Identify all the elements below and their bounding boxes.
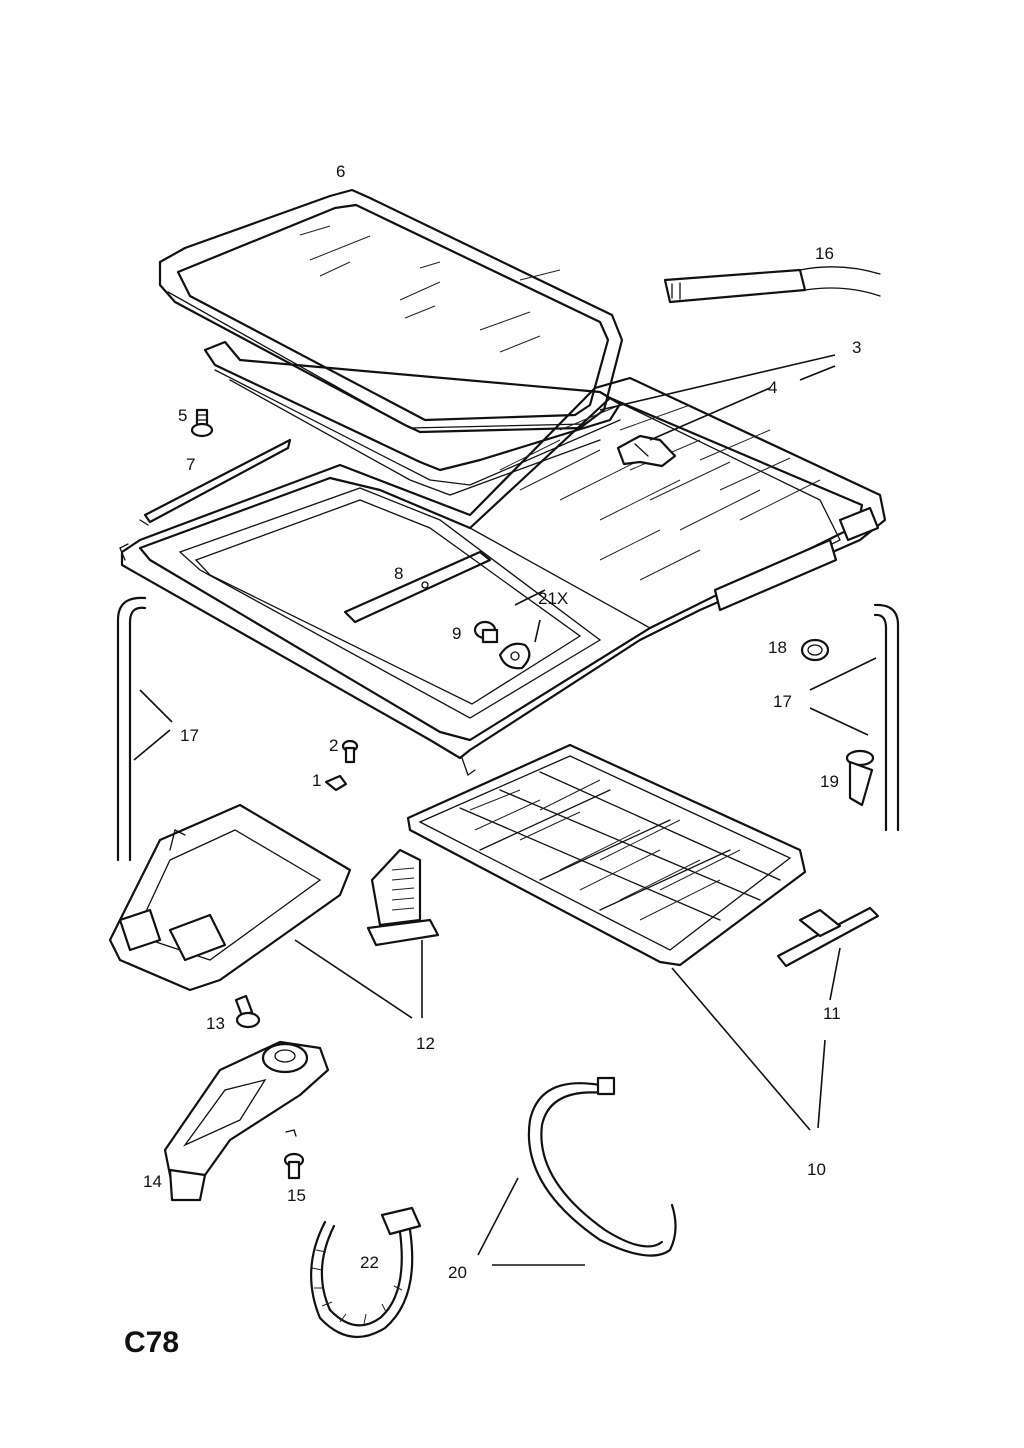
callout-8: 8	[394, 564, 403, 583]
part-10-headliner-panel	[406, 743, 807, 967]
part-17-drain-hose-left	[116, 596, 147, 862]
part-14-crank-handle	[163, 1040, 330, 1202]
callout-4: 4	[768, 378, 777, 397]
part-22-cable-tie	[310, 1206, 422, 1338]
sunroof-frame	[119, 376, 887, 777]
part-11-guide	[776, 906, 880, 968]
part-1-clip	[324, 774, 348, 792]
callout-19: 19	[820, 772, 839, 791]
page-code: C78	[124, 1326, 179, 1359]
part-12-clip	[366, 848, 440, 947]
part-6-glass-panel	[158, 188, 624, 434]
part-5-screw	[190, 408, 214, 438]
callout-labels: 6 16 3 4 5 7 8 21X 9 18 17 17 2 1 19 11 …	[143, 162, 861, 1282]
callout-18: 18	[768, 638, 787, 657]
callout-1: 1	[312, 771, 321, 790]
part-15-screw	[283, 1129, 305, 1180]
callout-17-left: 17	[180, 726, 199, 745]
part-21x-plate	[498, 642, 531, 670]
callout-12: 12	[416, 1034, 435, 1053]
callout-3: 3	[852, 338, 861, 357]
part-12-handle-housing	[108, 803, 352, 992]
callout-7: 7	[186, 455, 195, 474]
callout-20: 20	[448, 1263, 467, 1282]
part-16-trim-strip	[663, 266, 881, 304]
part-3-seal-frame	[203, 340, 622, 496]
callout-5: 5	[178, 406, 187, 425]
part-17-drain-hose-right	[873, 603, 900, 832]
part-8-rail	[343, 550, 492, 624]
callout-2: 2	[329, 736, 338, 755]
part-19-grommet	[845, 749, 875, 807]
callout-10: 10	[807, 1160, 826, 1179]
callout-13: 13	[206, 1014, 225, 1033]
part-2-screw	[341, 739, 359, 764]
part-7-strip	[139, 438, 292, 526]
callout-9: 9	[452, 624, 461, 643]
callout-14: 14	[143, 1172, 162, 1191]
callout-6: 6	[336, 162, 345, 181]
part-20-cable	[527, 1076, 677, 1257]
callout-15: 15	[287, 1186, 306, 1205]
callout-17-right: 17	[773, 692, 792, 711]
part-9-nut	[473, 620, 499, 644]
callout-16: 16	[815, 244, 834, 263]
part-13-screw	[234, 994, 261, 1029]
leader-lines	[133, 354, 877, 1266]
callout-22: 22	[360, 1253, 379, 1272]
callout-11: 11	[823, 1004, 841, 1023]
callout-21x: 21X	[538, 589, 568, 608]
part-4-bracket	[616, 434, 677, 468]
part-18-clamp	[800, 638, 830, 662]
